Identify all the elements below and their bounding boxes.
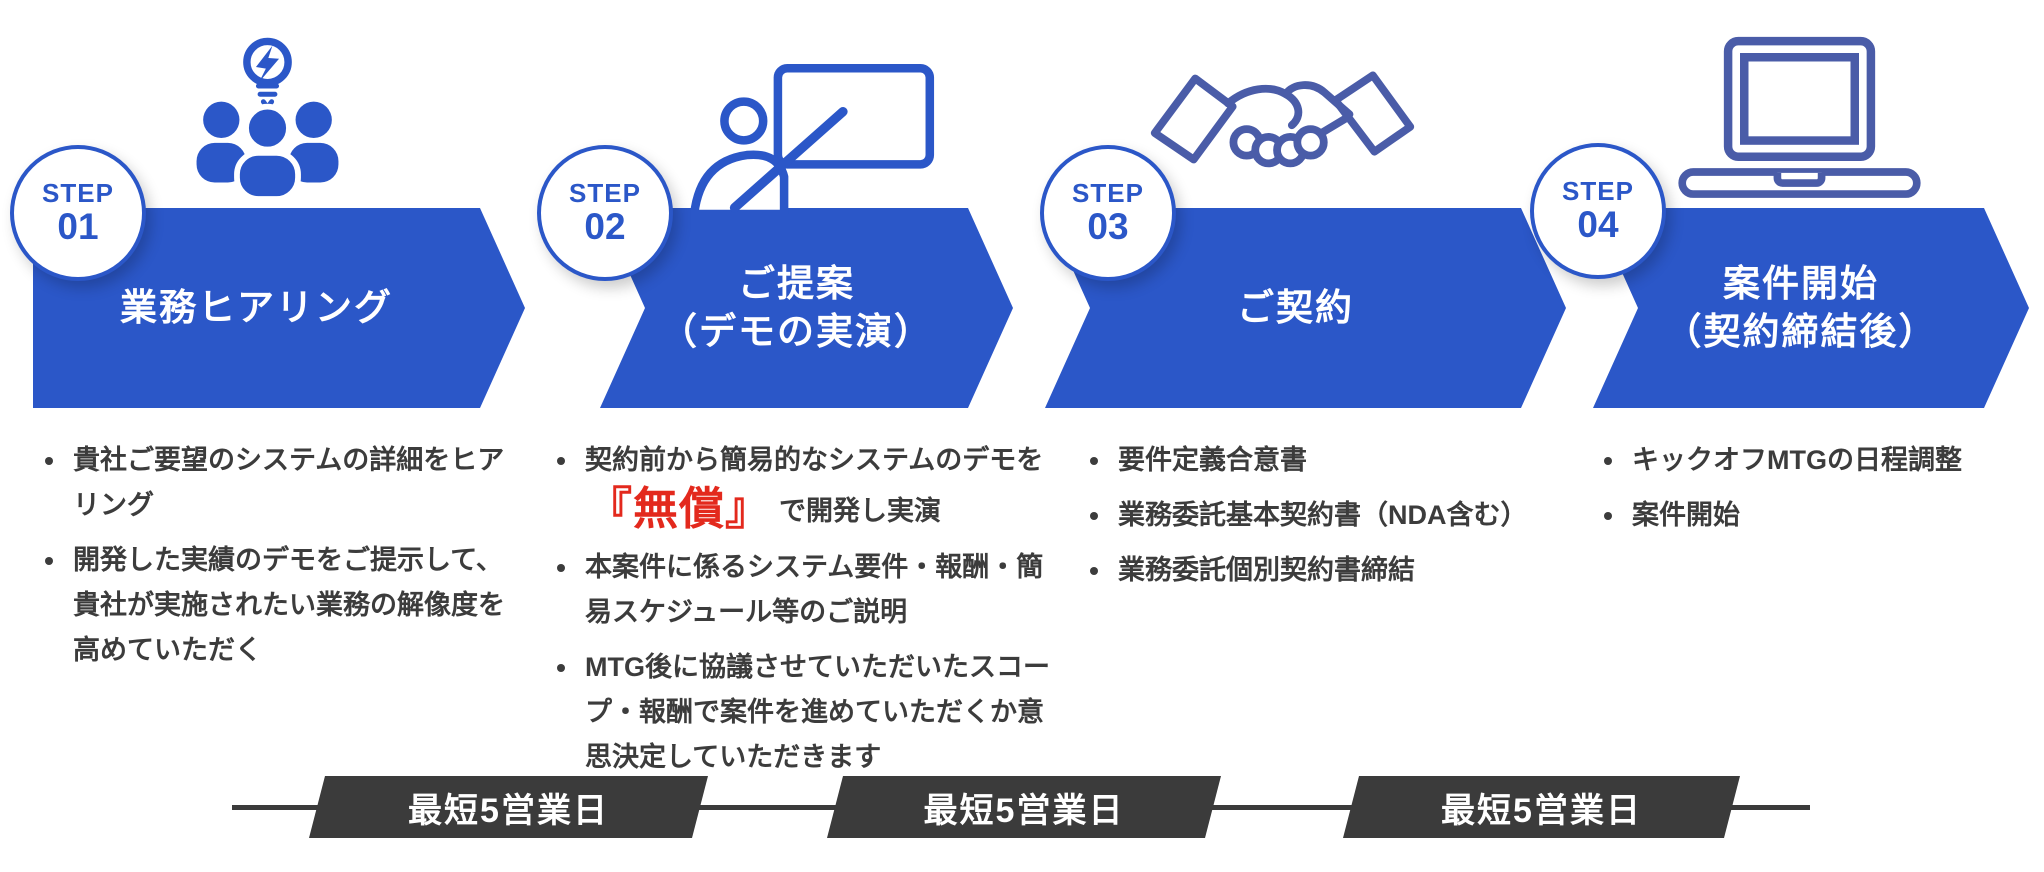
bullet-prefix: 契約前から簡易的なシステムのデモを [585,445,1044,475]
presentation-icon [689,63,935,214]
step2-banner: ご提案 （デモの実演） [600,208,1013,408]
step4-number: 04 [1577,204,1619,245]
list-item: 業務委託基本契約書（NDA含む） [1078,493,1568,538]
step2-circle: STEP 02 [537,145,673,281]
duration-badge: 最短5営業日 [827,776,1221,838]
step3-label: STEP [1072,178,1144,208]
step3-bullet-list: 要件定義合意書 業務委託基本契約書（NDA含む） 業務委託個別契約書締結 [1078,438,1568,603]
step4-bullet-list: キックオフMTGの日程調整 案件開始 [1592,438,2042,548]
step2-number: 02 [584,206,626,247]
list-item: 要件定義合意書 [1078,438,1568,483]
list-item: MTG後に協議させていただいたスコープ・報酬で案件を進めていただくか意思決定して… [545,645,1063,780]
list-item: 開発した実績のデモをご提示して、貴社が実施されたい業務の解像度を高めていただく [33,538,521,673]
step3-title: ご契約 [1237,287,1354,328]
handshake-icon [1150,71,1415,168]
step3-circle: STEP 03 [1040,145,1176,281]
duration-badge: 最短5営業日 [1343,776,1740,838]
step1-title: 業務ヒアリング [120,287,393,328]
list-item: 案件開始 [1592,493,2042,538]
duration-badge: 最短5営業日 [309,776,708,838]
list-item: 本案件に係るシステム要件・報酬・簡易スケジュール等のご説明 [545,545,1063,635]
step1-circle: STEP 01 [10,145,146,281]
list-item: 契約前から簡易的なシステムのデモを『無償』で開発し実演 [545,438,1063,535]
step2-bullet-list: 契約前から簡易的なシステムのデモを『無償』で開発し実演 本案件に係るシステム要件… [545,438,1063,790]
list-item: キックオフMTGの日程調整 [1592,438,2042,483]
bullet-suffix: で開発し実演 [779,496,942,526]
step1-label: STEP [42,178,114,208]
step2-title-line2: （デモの実演） [660,311,933,352]
step4-circle: STEP 04 [1530,143,1666,279]
step4-label: STEP [1562,176,1634,206]
step3-number: 03 [1087,206,1129,247]
step1-bullet-list: 貴社ご要望のシステムの詳細をヒアリング 開発した実績のデモをご提示して、貴社が実… [33,438,521,683]
list-item: 貴社ご要望のシステムの詳細をヒアリング [33,438,521,528]
step2-label: STEP [569,178,641,208]
laptop-icon [1678,36,1921,198]
free-of-charge-highlight: 『無償』 [587,483,772,534]
step4-banner: 案件開始 （契約締結後） [1593,208,2029,408]
step4-title: 案件開始 [1723,263,1879,304]
team-idea-icon [196,37,339,202]
step4-title-line2: （契約締結後） [1664,311,1938,352]
list-item: 業務委託個別契約書締結 [1078,548,1568,593]
step2-title: ご提案 [738,263,855,304]
step1-number: 01 [57,206,99,247]
